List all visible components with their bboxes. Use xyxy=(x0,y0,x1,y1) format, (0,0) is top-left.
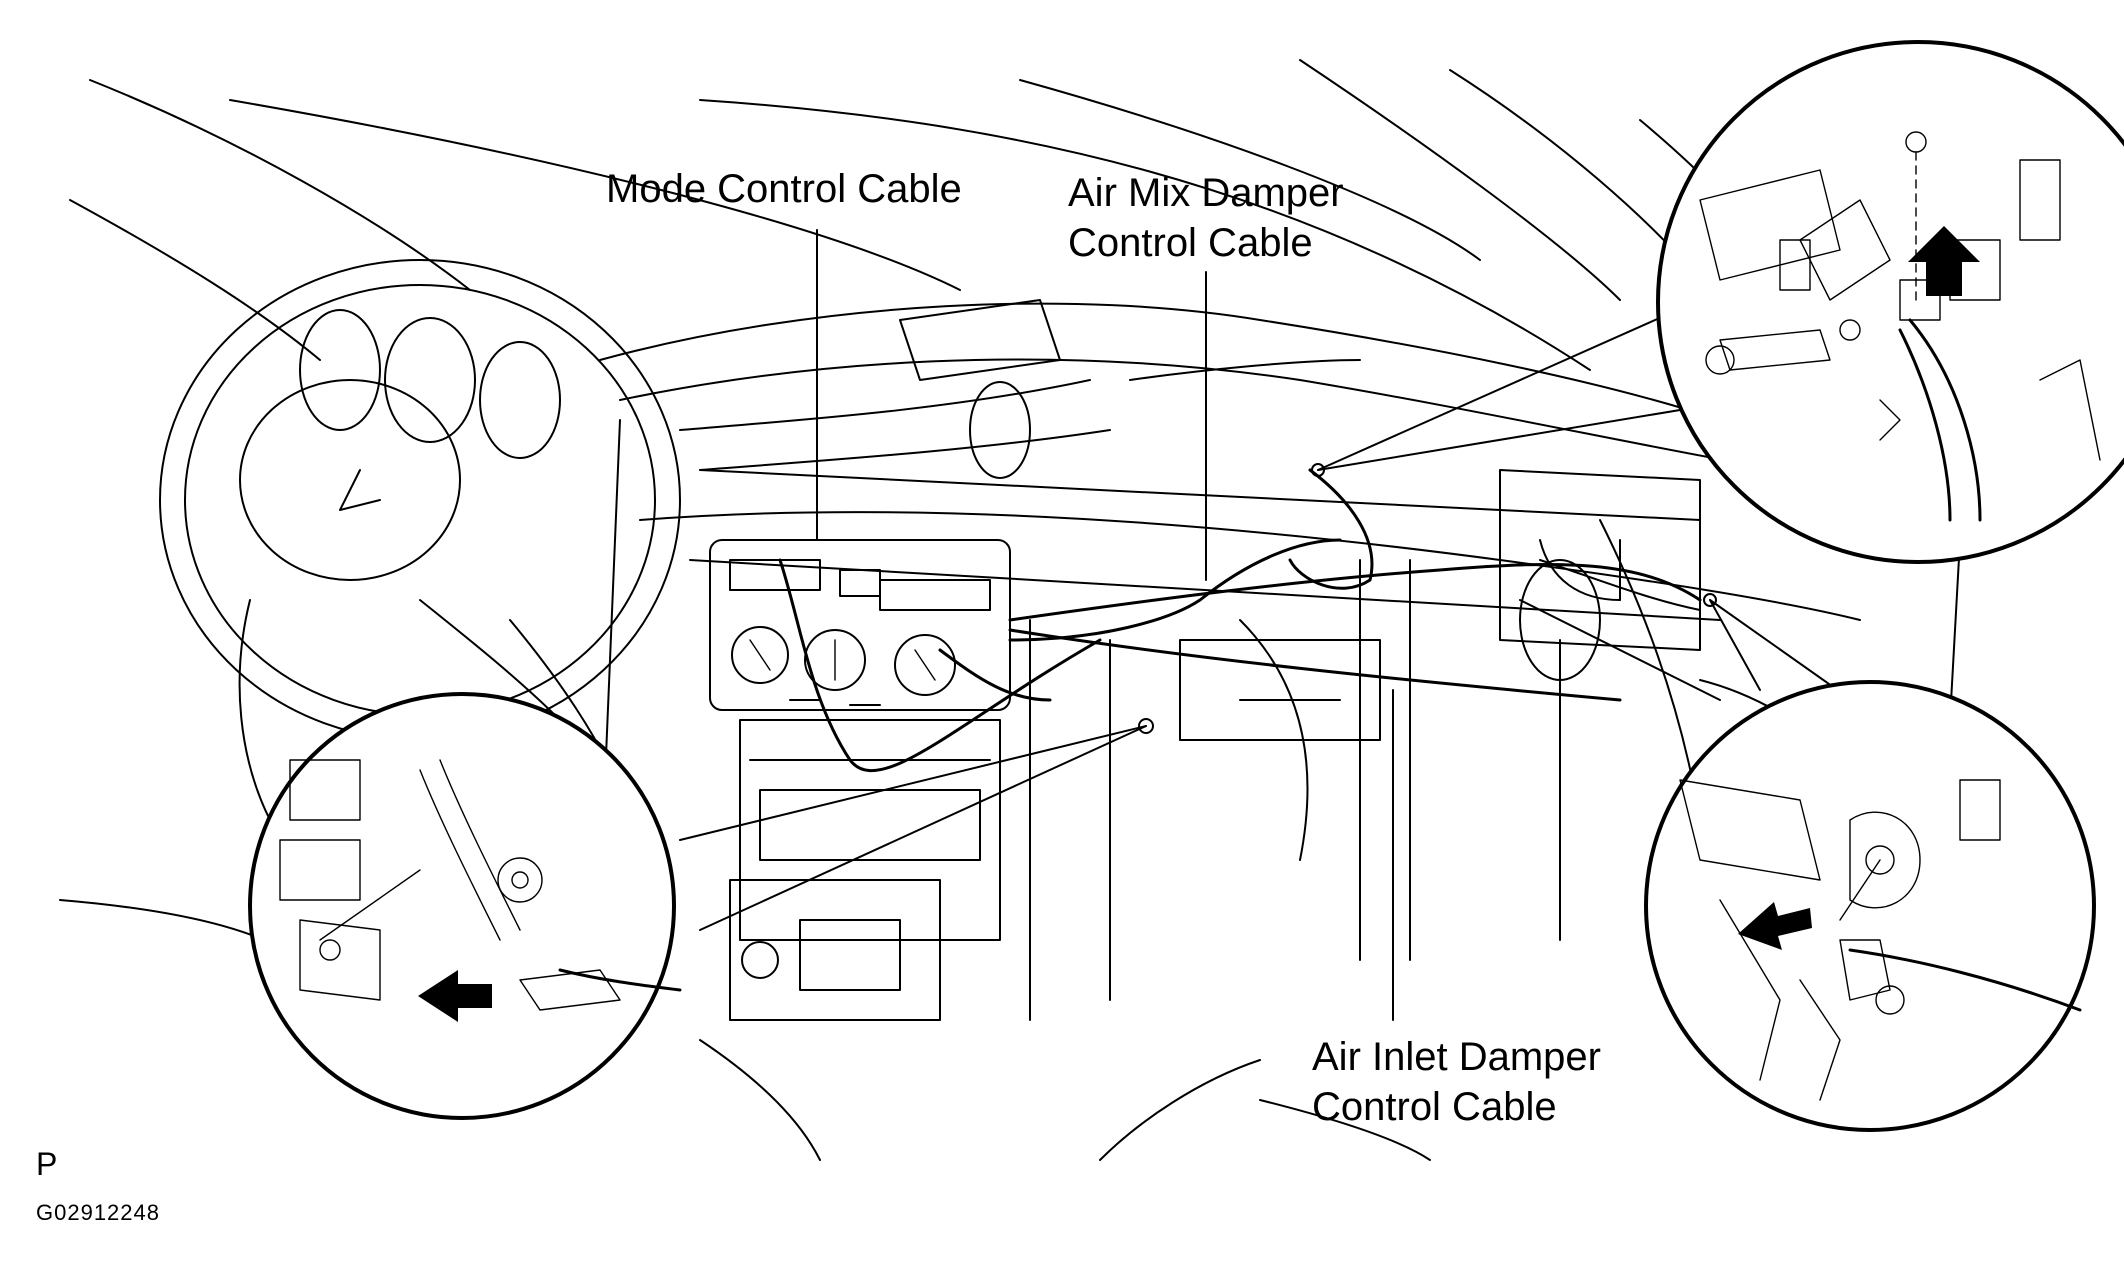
pull-left-arrow-icon xyxy=(418,970,492,1022)
leader-lines xyxy=(816,229,1717,1021)
heater-control-panel xyxy=(709,539,1011,711)
air-inlet-label-line1: Air Inlet Damper xyxy=(1312,1035,1601,1079)
detail-circle-bottom-left xyxy=(248,692,682,1120)
detail-circle-top-right xyxy=(1656,40,2124,564)
mode-control-cable-text: Mode Control Cable xyxy=(606,167,962,211)
air-mix-label-line2: Control Cable xyxy=(1068,221,1313,265)
control-cables xyxy=(778,468,1702,772)
detail-circle-mode xyxy=(248,692,676,1120)
pull-left-arrow-icon xyxy=(1738,902,1812,950)
air-mix-damper-control-cable-label: Air Mix Damper Control Cable xyxy=(1068,168,1344,268)
mode-control-cable-label: Mode Control Cable xyxy=(606,164,962,214)
figure-id: G02912248 xyxy=(36,1200,160,1225)
windshield-lines xyxy=(69,59,1791,371)
detail-circle-air-mix xyxy=(1656,40,2124,564)
duct-tubes xyxy=(679,359,1721,701)
view-code: P xyxy=(36,1146,58,1182)
air-mix-label-line1: Air Mix Damper xyxy=(1068,171,1344,215)
air-inlet-damper-control-cable-label: Air Inlet Damper Control Cable xyxy=(1312,1032,1601,1132)
detail-circle-air-inlet xyxy=(1644,680,2096,1132)
pull-up-arrow-icon xyxy=(1908,226,1980,296)
detail-circle-bottom-right xyxy=(1644,680,2096,1132)
air-inlet-label-line2: Control Cable xyxy=(1312,1085,1557,1129)
